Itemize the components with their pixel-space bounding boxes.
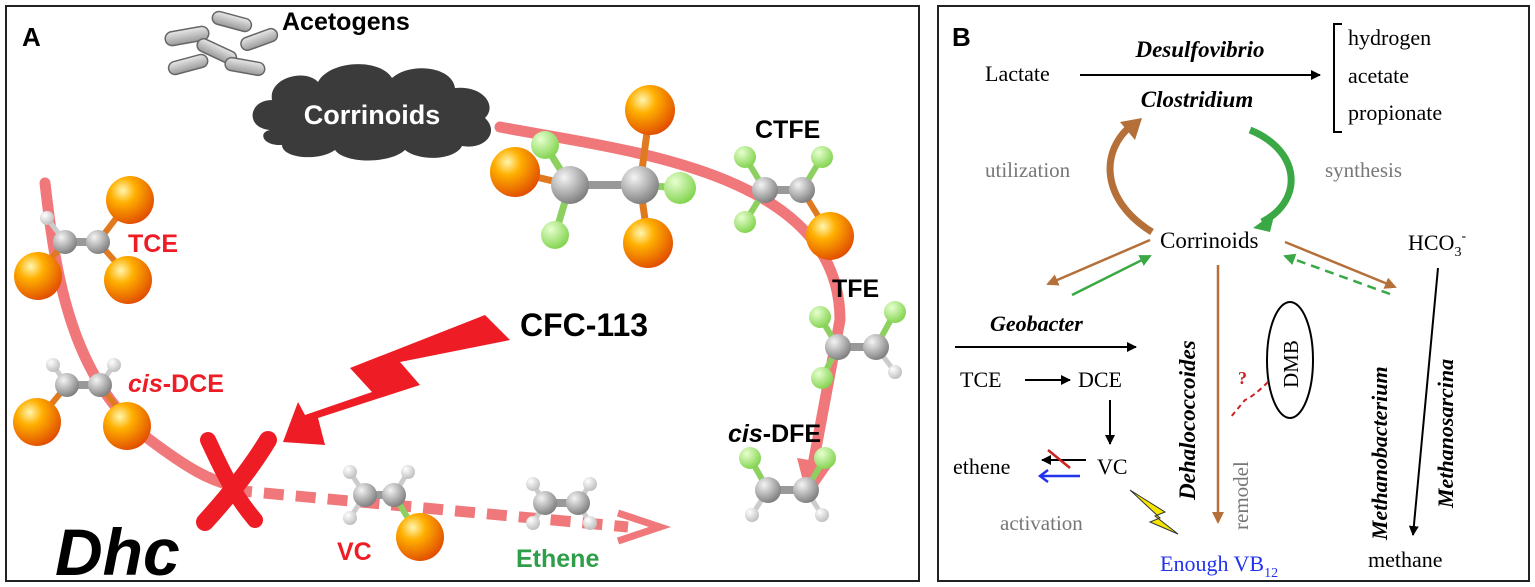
hco3-to-methane-arrow [1408, 267, 1439, 536]
dashed-pathway [231, 484, 629, 533]
product-propionate: propionate [1348, 100, 1442, 125]
product-hydrogen: hydrogen [1348, 25, 1431, 50]
dhc-label: Dhc [55, 515, 180, 587]
ctfe-label: CTFE [755, 116, 820, 144]
panel-a-label: A [22, 22, 41, 52]
hco3-sup: - [1461, 229, 1466, 244]
hco3-label: HCO3- [1408, 229, 1466, 260]
hco3-base: HCO [1408, 230, 1454, 255]
corrinoids-label: Corrinoids [1160, 228, 1258, 253]
activation-lightning-icon [1129, 489, 1179, 535]
cisdfe-suffix: -DFE [763, 420, 821, 448]
panel-b: B Lactate Desulfovibrio Clostridium hydr… [937, 5, 1530, 582]
enough-vb12-label: Enough VB12 [1160, 551, 1278, 581]
clostridium-label: Clostridium [1141, 87, 1253, 112]
enough-vb12-base: Enough VB [1160, 551, 1264, 576]
ethene-molecule [526, 477, 597, 530]
corrinoids-to-methanogens-arrow [1284, 240, 1397, 289]
methanosarcina-label: Methanosarcina [1433, 359, 1458, 509]
inhibition-lightning-icon [283, 315, 510, 445]
corrinoids-cloud: Corrinoids [252, 64, 492, 161]
cisdfe-molecule [739, 447, 836, 522]
dmb-label: DMB [1279, 340, 1303, 388]
hco3-sub: 3 [1454, 245, 1461, 260]
tfe-label: TFE [832, 275, 879, 303]
products-bracket [1333, 23, 1342, 133]
methanogens-to-corrinoids-arrow [1283, 253, 1391, 296]
synthesis-arrowhead [1253, 212, 1275, 232]
product-acetate: acetate [1348, 63, 1409, 88]
blue-arrow-head [1037, 469, 1049, 483]
utilization-curve [1106, 122, 1154, 235]
ctfe-molecule [734, 146, 854, 260]
corrinoids-to-geobacter-arrow [1046, 238, 1151, 286]
methane-label: methane [1368, 547, 1443, 572]
cisdce-label: cis-DCE [128, 370, 224, 398]
ethene-b-label: ethene [953, 454, 1010, 479]
acetogens-label: Acetogens [282, 8, 410, 36]
cfc113-molecule [490, 85, 696, 268]
geobacter-label: Geobacter [990, 311, 1083, 336]
desulfovibrio-label: Desulfovibrio [1134, 37, 1264, 62]
enough-vb12-sub: 12 [1264, 566, 1278, 581]
dashed-pathway-arrowhead [616, 509, 672, 545]
cisdce-molecule [13, 358, 151, 450]
panel-a: A Acetogens Corrinoids [5, 5, 920, 587]
geobacter-to-corrinoids-arrow [1071, 254, 1152, 297]
tce-label: TCE [128, 230, 178, 258]
acetogen-rods-icon [164, 10, 279, 77]
tce-molecule [14, 176, 154, 304]
cfc-pathway-curve [494, 121, 846, 476]
dmb-ellipse [1266, 301, 1314, 419]
cisdce-suffix: -DCE [163, 370, 224, 398]
lactate-label: Lactate [985, 61, 1050, 86]
tfe-molecule [809, 301, 906, 389]
dehalococcoides-label: Dehalococcoides [1175, 340, 1200, 501]
panel-b-frame [937, 5, 1530, 582]
synthesis-label: synthesis [1325, 158, 1402, 182]
cisdce-prefix: cis [128, 370, 163, 398]
dce-label: DCE [1078, 367, 1122, 392]
remodel-label: remodel [1229, 461, 1253, 530]
cisdfe-prefix: cis [728, 420, 763, 448]
ethene-label: Ethene [516, 545, 599, 573]
utilization-label: utilization [985, 158, 1071, 182]
panel-b-label: B [952, 22, 971, 52]
vc-b-label: VC [1097, 454, 1128, 479]
methanobacterium-label: Methanobacterium [1367, 366, 1392, 541]
corrinoids-cloud-label: Corrinoids [304, 100, 441, 130]
question-mark: ? [1238, 368, 1247, 388]
vc-molecule [343, 465, 444, 561]
activation-label: activation [1000, 511, 1083, 535]
vc-label: VC [337, 538, 372, 566]
dmb-dashed-link [1229, 381, 1269, 419]
cfc113-label: CFC-113 [520, 307, 648, 343]
red-strike-line [1047, 449, 1071, 469]
synthesis-curve [1248, 126, 1295, 226]
utilization-arrowhead [1120, 118, 1142, 140]
blocked-x-icon [196, 431, 277, 531]
cisdfe-label: cis-DFE [728, 420, 821, 448]
tce-b-label: TCE [960, 367, 1002, 392]
